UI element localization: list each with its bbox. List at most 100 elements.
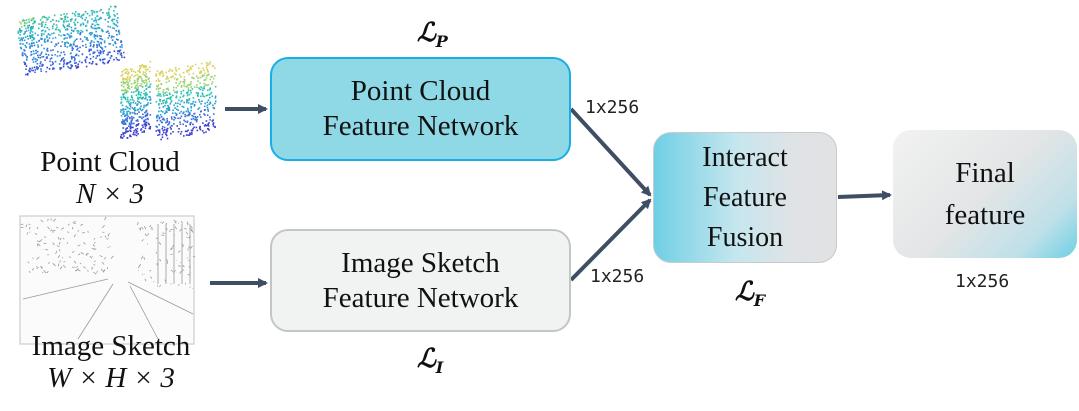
point-cloud-dot	[64, 18, 67, 21]
sketch-stroke	[34, 232, 38, 235]
point-cloud-dot	[120, 102, 122, 104]
point-cloud-dot	[63, 38, 65, 40]
point-cloud-dot	[161, 118, 164, 121]
point-cloud-dot	[88, 14, 91, 17]
point-cloud-dot	[144, 97, 146, 100]
point-cloud-dot	[149, 66, 151, 69]
point-cloud-dot	[89, 42, 92, 45]
point-cloud-dot	[125, 71, 128, 73]
point-cloud-dot	[214, 85, 217, 88]
point-cloud-dot	[104, 58, 106, 60]
point-cloud-dot	[188, 99, 190, 101]
point-cloud-dot	[165, 91, 168, 94]
sketch-stroke	[36, 256, 40, 260]
point-cloud-dot	[135, 125, 138, 127]
point-cloud-dot	[120, 44, 123, 46]
point-cloud-dot	[214, 74, 216, 77]
point-cloud-dot	[118, 49, 121, 52]
point-cloud-dot	[121, 84, 123, 87]
point-cloud-dot	[158, 130, 161, 133]
point-cloud-dot	[162, 111, 164, 113]
point-cloud-dot	[175, 108, 178, 111]
point-cloud-dot	[131, 111, 134, 114]
point-cloud-dot	[174, 66, 177, 69]
sketch-stroke	[177, 222, 179, 224]
image-sketch-feature-network-node: Image Sketch Feature Network	[270, 229, 571, 332]
point-cloud-dot	[138, 96, 141, 99]
point-cloud-dot	[178, 67, 180, 70]
point-cloud-dot	[158, 80, 161, 82]
point-cloud-dot	[166, 94, 169, 96]
point-cloud-dot	[168, 80, 170, 82]
point-cloud-dot	[156, 70, 159, 72]
loss-subscript: I	[435, 358, 444, 377]
point-cloud-dot	[34, 20, 37, 23]
point-cloud-dot	[116, 58, 119, 61]
point-cloud-dot	[126, 77, 129, 79]
sketch-stroke	[87, 269, 89, 272]
sketch-stroke	[47, 226, 50, 230]
point-cloud-dot	[132, 131, 135, 134]
point-cloud-dot	[44, 59, 46, 62]
sketch-stroke	[99, 255, 103, 258]
point-cloud-dot	[138, 91, 140, 94]
point-cloud-dot	[59, 54, 61, 57]
point-cloud-dot	[187, 83, 189, 86]
point-cloud-dot	[146, 117, 149, 120]
point-cloud-dot	[137, 103, 139, 105]
point-cloud-dot	[161, 136, 164, 139]
sketch-stroke	[184, 227, 187, 230]
sketch-stroke	[127, 281, 194, 315]
point-cloud-dot	[21, 39, 24, 42]
point-cloud-dot	[21, 38, 23, 40]
point-cloud-dot	[174, 102, 177, 104]
point-cloud-dot	[107, 60, 110, 63]
point-cloud-dot	[46, 36, 48, 39]
point-cloud-dot	[173, 89, 175, 92]
point-cloud-dot	[201, 130, 204, 132]
sketch-stroke	[93, 271, 97, 275]
point-cloud-dot	[145, 110, 147, 113]
point-cloud-dot	[202, 122, 204, 124]
point-cloud-dot	[180, 90, 183, 93]
point-cloud-dot	[183, 81, 186, 83]
point-cloud-dot	[30, 69, 33, 72]
point-cloud-dot	[142, 66, 145, 68]
point-cloud-dot	[141, 117, 143, 120]
point-cloud-dot	[142, 126, 144, 128]
point-cloud-dot	[69, 18, 72, 21]
point-cloud-dot	[169, 93, 171, 96]
point-cloud-dot	[129, 123, 132, 126]
sketch-stroke	[52, 263, 56, 267]
point-cloud-dot	[171, 118, 173, 120]
point-cloud-dot	[117, 52, 119, 55]
point-cloud-dot	[192, 127, 194, 130]
point-cloud-dot	[124, 123, 127, 125]
point-cloud-dot	[75, 38, 78, 40]
point-cloud-dot	[122, 80, 125, 83]
point-cloud-dot	[209, 87, 212, 90]
point-cloud-dot	[147, 122, 150, 125]
point-cloud-dot	[26, 35, 29, 38]
point-cloud-dot	[127, 115, 129, 118]
point-cloud-dot	[85, 24, 88, 27]
point-cloud-dot	[191, 129, 194, 132]
point-cloud-dot	[143, 89, 146, 92]
point-cloud-dot	[194, 118, 197, 121]
point-cloud-dot	[78, 60, 81, 63]
point-cloud-dot	[212, 122, 215, 124]
point-cloud-dot	[22, 19, 25, 21]
sketch-stroke	[80, 252, 85, 255]
point-cloud-dot	[177, 102, 179, 105]
sketch-stroke	[149, 224, 152, 228]
point-cloud-dot	[19, 29, 22, 32]
point-cloud-dot	[190, 68, 192, 70]
point-cloud-dot	[178, 112, 181, 115]
point-cloud-dot	[35, 41, 38, 43]
point-cloud-dot	[180, 86, 183, 88]
point-cloud-dot	[166, 117, 168, 120]
point-cloud-dot	[29, 36, 32, 38]
sketch-stroke	[145, 279, 147, 282]
point-cloud-dot	[90, 25, 93, 28]
point-cloud-dot	[169, 126, 172, 129]
